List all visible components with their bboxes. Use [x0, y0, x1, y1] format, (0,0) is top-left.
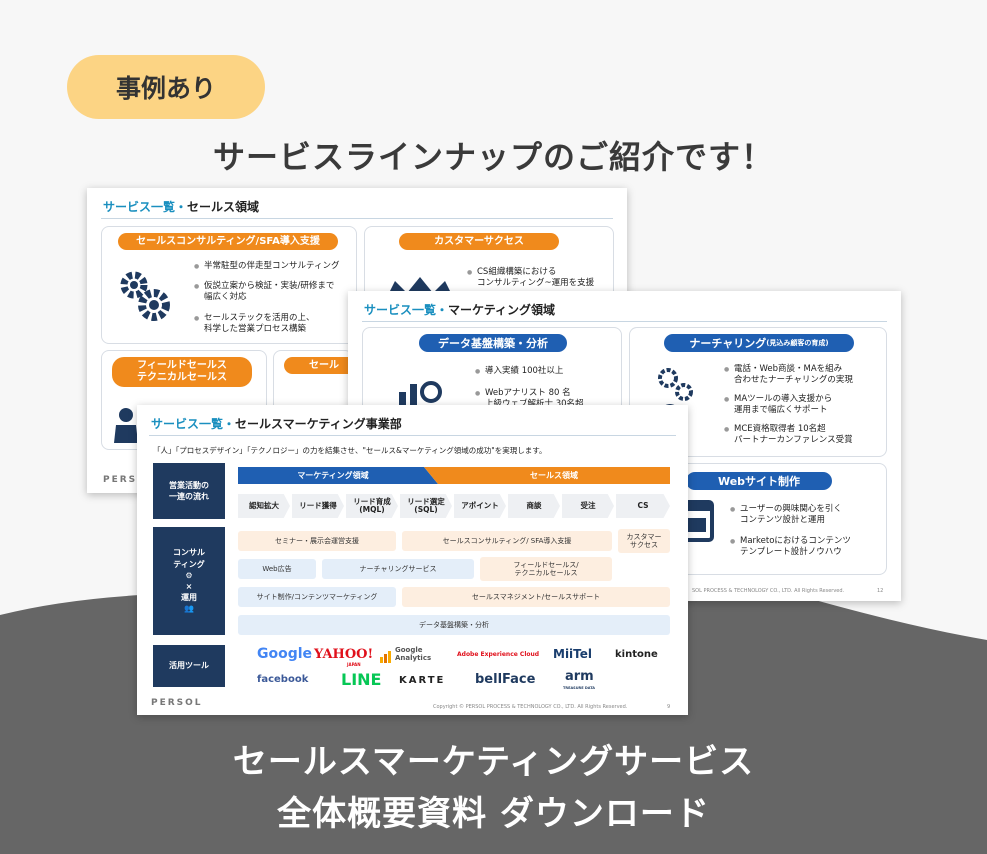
row-label-consulting: コンサル ティング ⚙ × 運用 👥 [153, 527, 225, 635]
bellface-logo: bellFace [475, 672, 536, 687]
step: リード育成 (MQL) [346, 494, 398, 518]
slide-overview: サービス一覧・セールスマーケティング事業部 「人」「プロセスデザイン」「テクノロ… [137, 405, 688, 715]
divider [149, 435, 676, 436]
analytics-icon [380, 648, 391, 663]
card-sales-consulting: セールスコンサルティング/SFA導入支援 半常駐型の伴走型コンサルティング 仮説… [101, 226, 357, 344]
step: 認知拡大 [238, 494, 290, 518]
pill-data-platform: データ基盤構築・分析 [419, 334, 567, 352]
bullet: 電話・Web商談・MAを組み 合わせたナーチャリングの実現 [724, 364, 853, 386]
bullet: 仮説立案から検証・実装/研修まで 幅広く対応 [194, 281, 334, 303]
step: CS [616, 494, 670, 518]
persol-logo: PERSOL [151, 698, 203, 708]
step: アポイント [454, 494, 506, 518]
line-logo: LINE [341, 670, 382, 689]
page-number: 12 [877, 588, 884, 594]
service-sales-management: セールスマネジメント/セールスサポート [402, 587, 670, 607]
persol-logo: PERSOL [103, 475, 155, 485]
case-study-badge: 事例あり [67, 55, 265, 119]
pill-customer-success: カスタマーサクセス [399, 233, 559, 250]
step: 商談 [508, 494, 560, 518]
gears-icon [120, 271, 170, 321]
miitel-logo: MiiTel [553, 647, 593, 661]
bullet: ユーザーの興味関心を引く コンテンツ設計と運用 [730, 504, 842, 526]
browser-icon [680, 500, 714, 542]
bullet: Webアナリスト 80 名 上級ウェブ解析士 30名超 [475, 388, 583, 410]
slide-overview-title: サービス一覧・セールスマーケティング事業部 [151, 417, 402, 431]
google-analytics-logo: Google Analytics [395, 646, 432, 662]
chart-icon [399, 381, 442, 410]
band-sales: セールス領域 [530, 471, 578, 480]
page-number: 9 [667, 704, 671, 710]
facebook-logo: facebook [257, 674, 309, 685]
slide-footer: Copyright © PERSOL PROCESS & TECHNOLOGY … [433, 704, 628, 710]
service-seminar: セミナー・展示会運営支援 [238, 531, 396, 551]
bullet: MCE資格取得者 10名超 パートナーカンファレンス受賞 [724, 424, 853, 446]
download-title-line1: セールスマーケティングサービス [232, 742, 755, 782]
bullet: MAツールの導入支援から 運用まで幅広くサポート [724, 394, 832, 416]
bullet: 半常駐型の伴走型コンサルティング [194, 261, 339, 272]
row-label-tools: 活用ツール [153, 645, 225, 687]
step: リード獲得 [292, 494, 344, 518]
karte-logo: KARTE [399, 675, 446, 686]
pill-sales-partial: セール [284, 357, 364, 374]
band-marketing: マーケティング領域 [297, 471, 369, 480]
row-label-flow: 営業活動の 一連の流れ [153, 463, 225, 519]
slide-footer: SOL PROCESS & TECHNOLOGY CO., LTD. All R… [692, 588, 845, 594]
pill-web-production: Webサイト制作 [686, 472, 832, 490]
treasure-data-label: TREASURE DATA [563, 686, 596, 690]
yahoo-logo: YAHOO! [314, 647, 374, 662]
bullet: 導入実績 100社以上 [475, 366, 563, 377]
step: リード選定 (SQL) [400, 494, 452, 518]
team-icon: 👥 [184, 604, 194, 614]
yahoo-japan-label: JAPAN [347, 662, 361, 667]
service-sales-consulting: セールスコンサルティング/ SFA導入支援 [402, 531, 612, 551]
service-nurturing: ナーチャリングサービス [322, 559, 474, 579]
service-field-sales: フィールドセールス/ テクニカルセールス [480, 557, 612, 581]
adobe-logo: Adobe Experience Cloud [457, 651, 540, 658]
slide-sales-title: サービス一覧・セールス領域 [103, 200, 260, 214]
step: 受注 [562, 494, 614, 518]
arm-logo: arm [565, 669, 594, 684]
google-logo: Google [257, 646, 313, 662]
person-icon [114, 408, 138, 443]
service-cs: カスタマー サクセス [618, 529, 670, 553]
kintone-logo: kintone [615, 649, 658, 660]
bullet: セールステックを活用の上、 科学した営業プロセス構築 [194, 313, 314, 335]
download-title-line2: 全体概要資料 ダウンロード [277, 794, 710, 834]
lead-text: 「人」「プロセスデザイン」「テクノロジー」の力を結集させ、"セールス&マーケティ… [153, 446, 547, 455]
gears-icon: ⚙ [185, 570, 193, 580]
pill-field-sales: フィールドセールス テクニカルセールス [112, 357, 252, 387]
slide-marketing-title: サービス一覧・マーケティング領域 [364, 303, 556, 317]
pill-sales-consulting: セールスコンサルティング/SFA導入支援 [118, 233, 338, 250]
domain-band [238, 467, 670, 484]
service-site-production: サイト制作/コンテンツマーケティング [238, 587, 396, 607]
divider [101, 218, 613, 219]
bullet: CS組織構築における コンサルティング~運用を支援 [467, 267, 594, 289]
service-data-platform: データ基盤構築・分析 [238, 615, 670, 635]
divider [362, 321, 887, 322]
bullet: Marketoにおけるコンテンツ テンプレート設計ノウハウ [730, 536, 851, 558]
pill-nurturing: ナーチャリング(見込み顧客の育成) [664, 334, 854, 352]
headline: サービスラインナップのご紹介です！ [212, 138, 774, 176]
service-web-ads: Web広告 [238, 559, 316, 579]
